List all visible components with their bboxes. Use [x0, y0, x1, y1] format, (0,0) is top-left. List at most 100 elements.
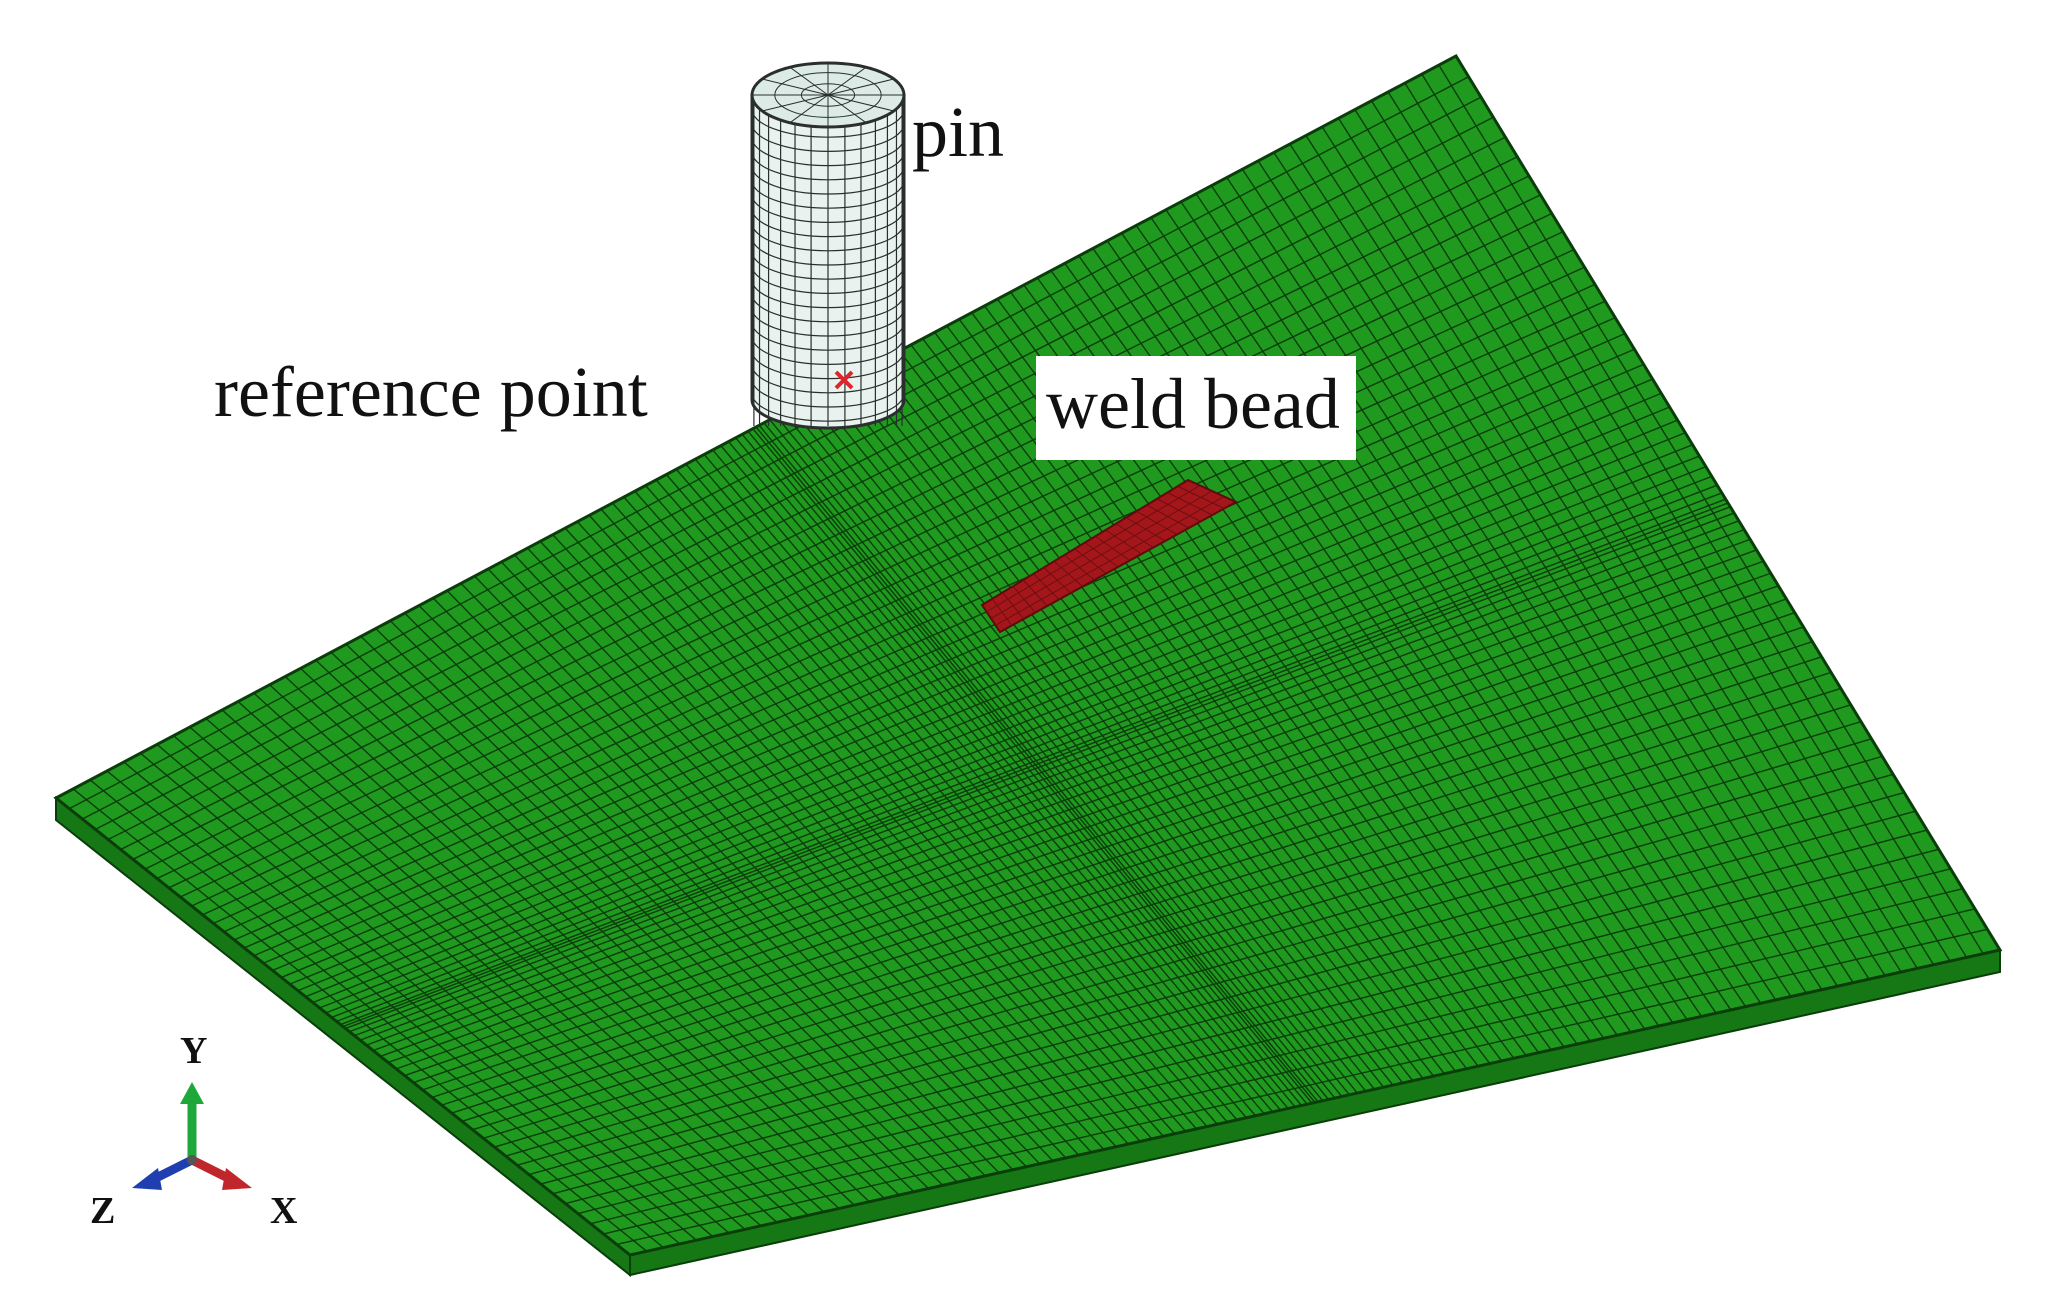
axis-x-arrowhead	[222, 1168, 252, 1190]
pin-mesh-ring	[752, 236, 904, 266]
plate-mesh-line	[487, 568, 1054, 1162]
plate-mesh-line	[360, 635, 929, 1190]
plate-mesh-line	[775, 415, 1336, 1099]
reference-point-label: reference point	[214, 352, 648, 432]
plate-mesh-line	[898, 350, 1456, 1072]
weld-mesh-line	[1022, 579, 1048, 607]
pin-top-mesh-line	[762, 78, 829, 96]
plate-mesh-line	[253, 692, 825, 1213]
plate-mesh-line	[1150, 217, 1703, 1017]
plate-mesh-line	[460, 582, 1027, 1168]
pin-mesh-ring	[752, 393, 904, 422]
plate-mesh-line	[432, 597, 1000, 1174]
pin-mesh-ring	[752, 350, 904, 380]
plate-mesh-line	[865, 368, 1424, 1079]
plate-mesh-line	[1257, 160, 1807, 994]
plate-mesh-line	[758, 424, 1319, 1103]
plate-mesh-line	[1273, 152, 1823, 991]
plate-mesh-line	[1180, 201, 1732, 1011]
pin-mesh-ring	[752, 123, 904, 152]
plate-mesh-line	[1438, 64, 1984, 955]
weld-mesh-line	[1105, 529, 1142, 555]
weld-mesh-line	[1136, 510, 1178, 535]
plate-mesh-line	[887, 356, 1445, 1075]
plate-mesh-line	[623, 496, 1187, 1132]
plate-top-face	[53, 54, 2003, 1257]
plate-mesh-line	[655, 479, 1218, 1125]
pin-top-mesh-ring	[774, 72, 882, 118]
pin-top-mesh-ring	[800, 83, 856, 107]
plate-mesh-line	[1337, 117, 1886, 976]
plate-mesh-line	[1354, 109, 1902, 973]
plate-mesh-line	[106, 770, 681, 1245]
plate-mesh-line	[807, 399, 1367, 1092]
plate-mesh-line	[755, 426, 1316, 1103]
plate-mesh-line	[284, 676, 855, 1206]
plate-mesh-line	[910, 344, 1468, 1070]
pin-mesh-ring	[752, 293, 904, 323]
pin-mesh-ring	[752, 336, 904, 365]
weld-bead-region	[980, 478, 1239, 634]
pin-mesh-ring	[752, 251, 904, 280]
plate-mesh-line	[685, 463, 1247, 1119]
plate-mesh-line	[752, 428, 1313, 1104]
plate-mesh-line	[389, 620, 958, 1183]
cross-marker-icon	[834, 370, 854, 390]
plate-mesh-line	[645, 485, 1208, 1128]
plate-mesh-line	[269, 684, 840, 1209]
plate-mesh-line	[727, 441, 1289, 1109]
weld-mesh-line	[1177, 485, 1225, 509]
pin-top-mesh-line	[827, 78, 894, 96]
plate-mesh-line	[816, 394, 1376, 1090]
weld-mesh-line	[1002, 592, 1024, 620]
plate-mesh-line	[1321, 126, 1870, 980]
weld-mesh-line	[1053, 560, 1083, 587]
weld-mesh-line	[1084, 542, 1119, 568]
weld-bead-label: weld bead	[1036, 356, 1356, 460]
plate-mesh-line	[300, 667, 870, 1203]
plate-mesh	[68, 64, 1988, 1252]
pin-mesh-ring	[752, 194, 904, 223]
plate-mesh-line	[835, 384, 1394, 1086]
plate-mesh-line	[1370, 100, 1918, 969]
pin-label: pin	[912, 92, 1005, 172]
plate-mesh-line	[790, 407, 1350, 1096]
pin-mesh-ring	[752, 222, 904, 252]
pin-mesh-ring	[752, 137, 904, 167]
plate-mesh-line	[237, 700, 809, 1216]
plate-mesh-line	[189, 726, 762, 1227]
pin-mesh	[752, 95, 904, 426]
axis-x-label: X	[270, 1190, 298, 1232]
plate-mesh-line	[769, 419, 1330, 1100]
plate-mesh-line	[694, 458, 1257, 1117]
plate-mesh-line	[712, 449, 1274, 1113]
weld-mesh-line	[1012, 585, 1036, 613]
pin-mesh-ring	[752, 109, 904, 138]
pin-top-mesh-line	[827, 66, 867, 96]
pin-mesh-ring	[752, 364, 904, 394]
plate-mesh-line	[526, 547, 1092, 1153]
plate-mesh-line	[1241, 168, 1792, 997]
plate-mesh-line	[576, 521, 1141, 1142]
weld-mesh-line	[1033, 573, 1060, 600]
weld-mesh-line	[1095, 535, 1131, 561]
pin-mesh-ring	[752, 307, 904, 337]
weld-mesh-line	[1115, 523, 1154, 548]
plate-mesh-line	[1226, 177, 1777, 1001]
plate-mesh-line	[514, 554, 1080, 1156]
pin-top-mesh-line	[789, 66, 829, 96]
plate-mesh-line	[876, 362, 1435, 1077]
plate-mesh-line	[600, 508, 1164, 1137]
pin-top-mesh-line	[762, 94, 829, 112]
plate-mesh-line	[1404, 82, 1951, 962]
pin-top-mesh-line	[827, 94, 894, 112]
plate-mesh-line	[345, 643, 915, 1193]
axis-z-arrowhead	[132, 1168, 162, 1190]
plate-mesh-line	[315, 659, 885, 1199]
plate-mesh-line	[1195, 193, 1747, 1008]
pin-mesh-ring	[752, 208, 904, 238]
plate-mesh-line	[1387, 91, 1935, 966]
plate-mesh-line	[1305, 135, 1854, 984]
weld-mesh-line	[1064, 554, 1095, 581]
pin-cylinder	[750, 61, 906, 430]
